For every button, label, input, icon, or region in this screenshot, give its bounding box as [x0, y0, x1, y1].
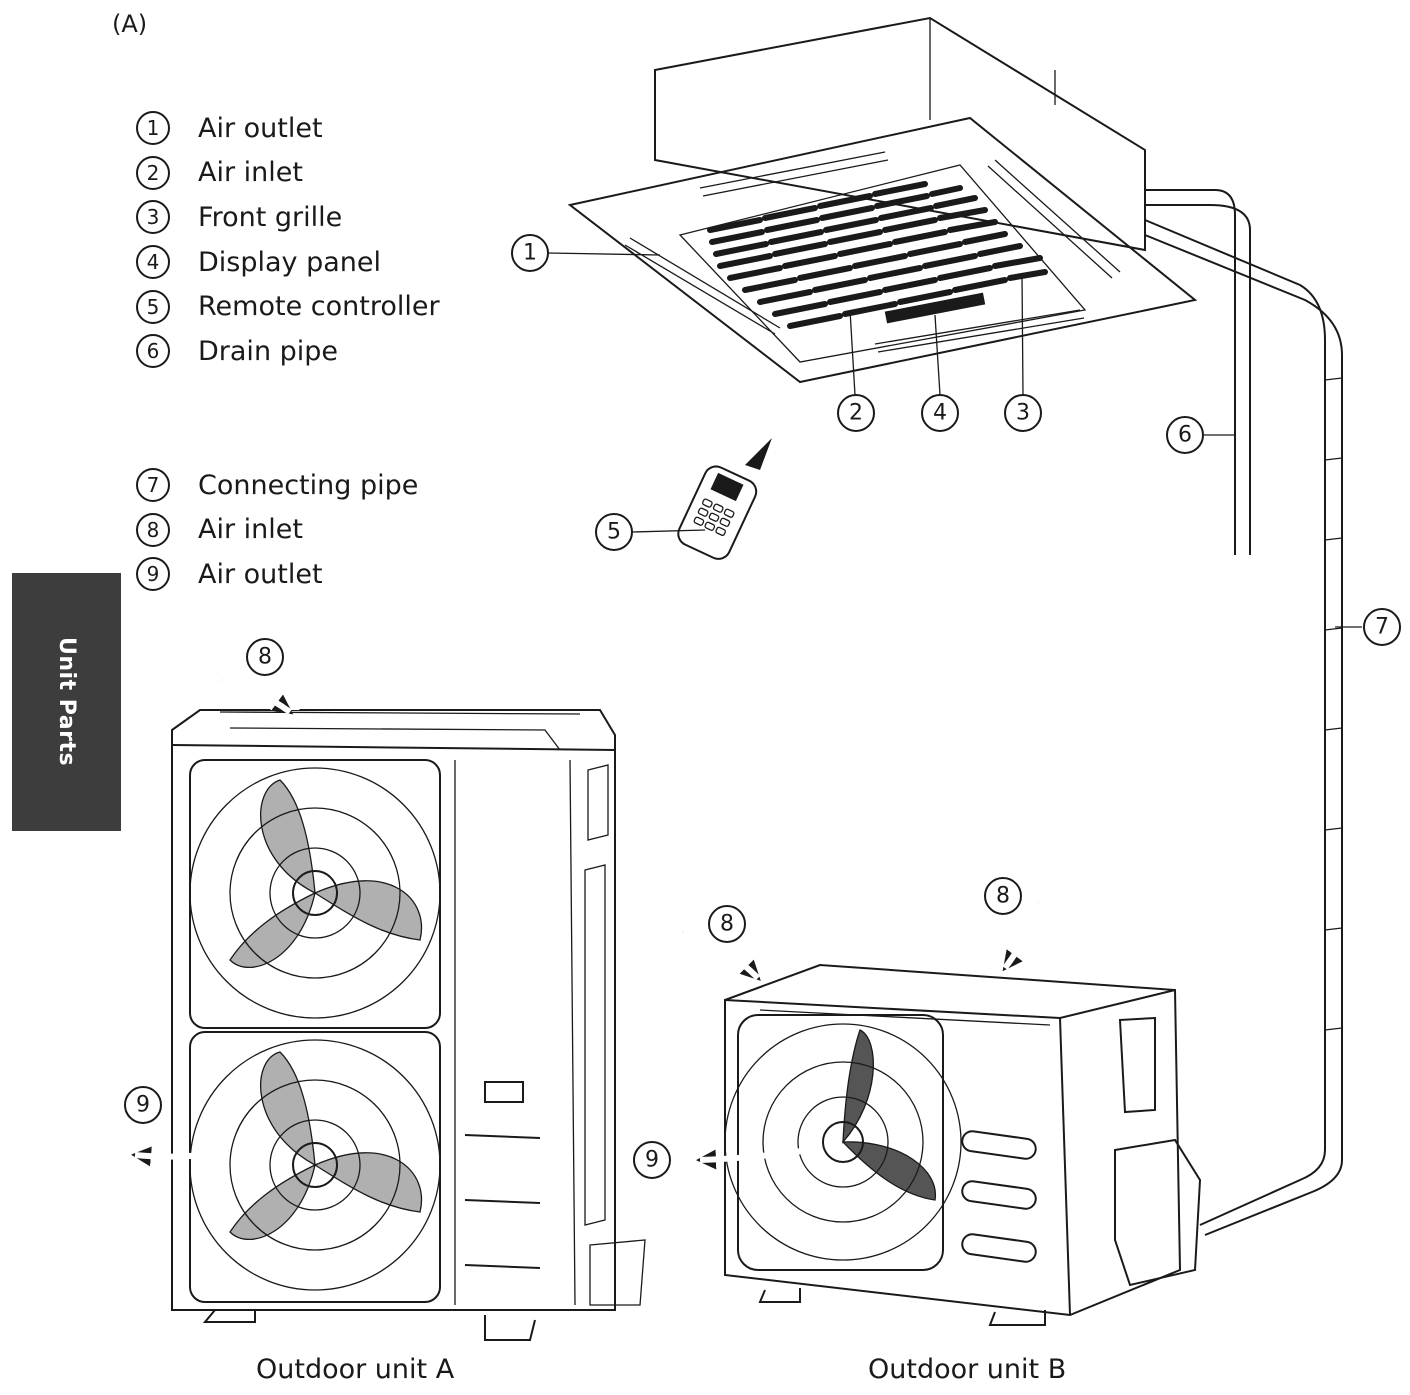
- callout-number: 8: [258, 645, 272, 670]
- callout-number: 2: [849, 401, 863, 426]
- legend-label: Display panel: [198, 246, 382, 278]
- legend-number: 8: [136, 512, 170, 547]
- callout-8-unit-b-left: 8: [708, 905, 746, 943]
- legend-item: 5 Remote controller: [136, 284, 440, 329]
- legend-item: 2 Air inlet: [136, 151, 440, 196]
- legend-label: Air inlet: [198, 157, 303, 189]
- side-tab[interactable]: Unit Parts: [12, 573, 121, 831]
- callout-5: 5: [595, 513, 633, 551]
- legend-label: Connecting pipe: [198, 469, 419, 501]
- legend-number: 1: [136, 111, 170, 146]
- front-grille: [707, 181, 1048, 329]
- callout-8-unit-a: 8: [246, 638, 284, 676]
- legend-label: Air inlet: [198, 514, 303, 546]
- callout-number: 8: [720, 912, 734, 937]
- callout-number: 4: [933, 401, 947, 426]
- fan-b: [724, 1023, 962, 1261]
- legend-number: 2: [136, 155, 170, 190]
- cassette-unit: [567, 16, 1343, 1236]
- legend-number: 7: [136, 468, 170, 503]
- legend-item: 1 Air outlet: [136, 106, 440, 151]
- legend-label: Front grille: [198, 201, 343, 233]
- legend-item: 8 Air inlet: [136, 508, 418, 553]
- fan-a-top: [189, 767, 441, 1019]
- legend-label: Drain pipe: [198, 335, 339, 367]
- legend-outdoor: 7 Connecting pipe 8 Air inlet 9 Air outlet: [136, 463, 418, 597]
- side-tab-label: Unit Parts: [54, 637, 79, 767]
- callout-9-unit-a: 9: [124, 1086, 162, 1124]
- callout-8-unit-b-top: 8: [984, 877, 1022, 915]
- leader-lines: [547, 252, 1362, 628]
- callout-4: 4: [921, 394, 959, 432]
- callout-number: 6: [1178, 423, 1192, 448]
- legend-item: 3 Front grille: [136, 195, 440, 240]
- callout-number: 9: [136, 1093, 150, 1118]
- callout-number: 8: [996, 884, 1010, 909]
- callout-number: 7: [1375, 615, 1389, 640]
- legend-label: Remote controller: [198, 291, 440, 323]
- legend-item: 4 Display panel: [136, 240, 440, 285]
- legend-number: 4: [136, 245, 170, 280]
- legend-number: 5: [136, 289, 170, 324]
- legend-number: 9: [136, 557, 170, 592]
- outdoor-unit-b: [724, 963, 1202, 1326]
- legend-number: 3: [136, 200, 170, 235]
- callout-number: 1: [523, 241, 537, 266]
- display-panel: [884, 292, 986, 324]
- legend-item: 9 Air outlet: [136, 552, 418, 597]
- caption-outdoor-unit-b: Outdoor unit B: [868, 1354, 1067, 1385]
- legend-label: Air outlet: [198, 558, 323, 590]
- callout-6: 6: [1166, 416, 1204, 454]
- legend-label: Air outlet: [198, 112, 323, 144]
- outdoor-unit-a: [171, 695, 646, 1341]
- legend-item: 7 Connecting pipe: [136, 463, 418, 508]
- legend-indoor: 1 Air outlet 2 Air inlet 3 Front grille 4 Di…: [136, 106, 440, 374]
- remote-controller: [677, 438, 772, 560]
- callout-number: 9: [645, 1148, 659, 1173]
- callout-2: 2: [837, 394, 875, 432]
- fan-a-bottom: [189, 1039, 441, 1291]
- caption-outdoor-unit-a: Outdoor unit A: [256, 1354, 455, 1385]
- air-outlet-slots: [624, 151, 1121, 353]
- legend-number: 6: [136, 334, 170, 369]
- airflow-arrows: [131, 677, 1041, 1170]
- legend-item: 6 Drain pipe: [136, 329, 440, 374]
- callout-7: 7: [1363, 608, 1401, 646]
- callout-3: 3: [1004, 394, 1042, 432]
- callout-1: 1: [511, 234, 549, 272]
- callout-number: 3: [1016, 401, 1030, 426]
- callout-9-unit-b: 9: [633, 1141, 671, 1179]
- figure-label: (A): [112, 10, 148, 38]
- callout-number: 5: [607, 520, 621, 545]
